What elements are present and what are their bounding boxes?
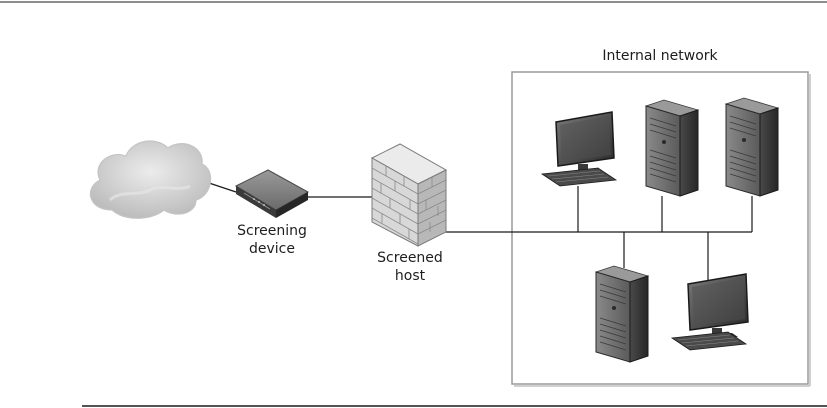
desktop-monitor-icon (542, 112, 616, 186)
internal-network-label: Internal network (560, 47, 760, 65)
tower-server-icon (596, 266, 648, 362)
screening-device-label: Screening device (222, 222, 322, 258)
brick-wall-firewall-icon (372, 144, 446, 246)
router-icon (236, 170, 308, 218)
screening-device-label-line2: device (222, 240, 322, 258)
screening-device-label-line1: Screening (222, 222, 322, 240)
tower-server-icon (726, 98, 778, 196)
screened-host-label-line2: host (360, 267, 460, 285)
desktop-monitor-icon (672, 274, 748, 350)
screened-host-label-line1: Screened (360, 249, 460, 267)
screened-host-label: Screened host (360, 249, 460, 285)
internet-cloud-icon (90, 141, 210, 218)
tower-server-icon (646, 100, 698, 196)
